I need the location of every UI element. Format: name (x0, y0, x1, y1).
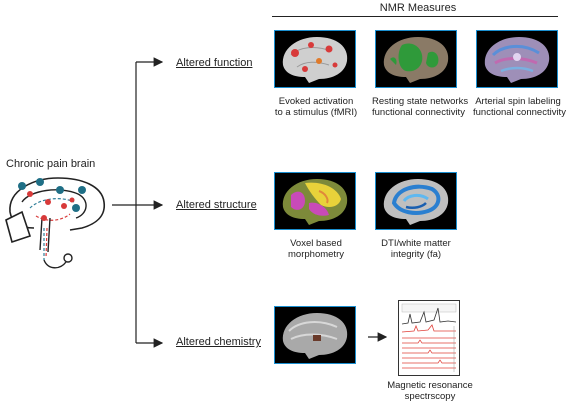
mrs-brain-icon (274, 306, 356, 364)
caption-dti-line1: DTI/white matter (381, 238, 451, 249)
caption-resting-state: Resting state networks functional connec… (372, 96, 469, 118)
caption-fmri-line2: to a stimulus (fMRI) (274, 107, 358, 118)
branch-label-structure: Altered structure (176, 199, 257, 211)
header-title: NMR Measures (379, 2, 457, 14)
asl-brain-icon (476, 30, 558, 88)
caption-mrs-line2: spectrscopy (404, 391, 456, 402)
dti-brain-icon (375, 172, 457, 230)
caption-vbm: Voxel based morphometry (274, 238, 358, 260)
source-title: Chronic pain brain (6, 158, 96, 170)
caption-fmri-line1: Evoked activation (278, 96, 354, 107)
caption-mrs: Magnetic resonance spectrscopy (380, 380, 480, 402)
header-rule (272, 16, 558, 17)
mrs-spectrum-icon (398, 300, 460, 376)
vbm-brain-icon (274, 172, 356, 230)
branch-label-function: Altered function (176, 57, 253, 69)
caption-asl-line1: Arterial spin labeling (475, 96, 561, 107)
caption-asl-line2: functional connectivity (473, 107, 566, 118)
caption-resting-line2: functional connectivity (372, 107, 465, 118)
caption-resting-line1: Resting state networks (372, 96, 469, 107)
resting-state-brain-icon (375, 30, 457, 88)
chronic-pain-brain-icon (5, 177, 106, 269)
caption-dti: DTI/white matter integrity (fa) (374, 238, 458, 260)
caption-fmri: Evoked activation to a stimulus (fMRI) (274, 96, 358, 118)
caption-dti-line2: integrity (fa) (390, 249, 442, 260)
branch-label-chemistry: Altered chemistry (176, 336, 261, 348)
caption-mrs-line1: Magnetic resonance (387, 380, 473, 391)
caption-asl: Arterial spin labeling functional connec… (473, 96, 566, 118)
caption-vbm-line1: Voxel based (290, 238, 342, 249)
fmri-brain-icon (274, 30, 356, 88)
caption-vbm-line2: morphometry (288, 249, 344, 260)
